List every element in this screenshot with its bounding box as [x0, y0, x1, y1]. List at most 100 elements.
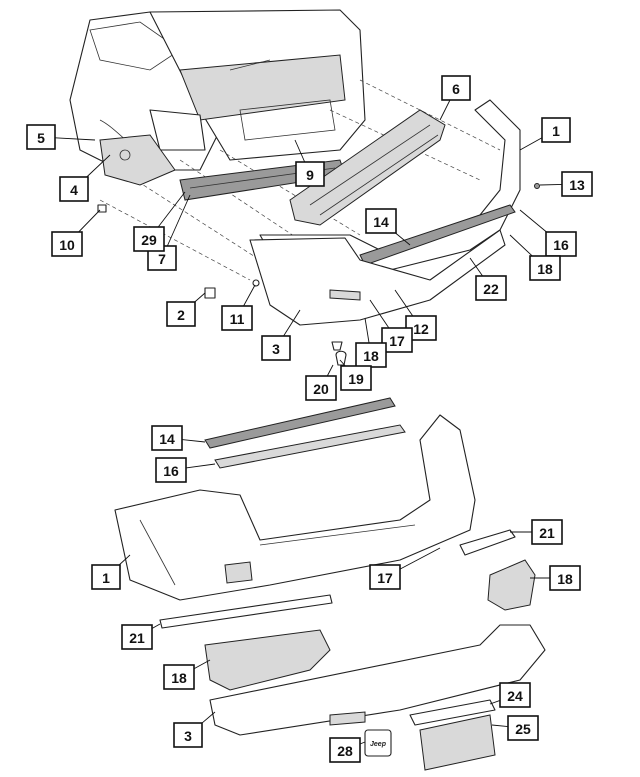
- callout-number: 14: [159, 431, 175, 447]
- callout-box: [155, 457, 187, 483]
- lower-fascia-3: [249, 229, 506, 326]
- callout-box: [545, 231, 577, 257]
- callout-number: 5: [37, 130, 45, 146]
- leader-line-c21b: [151, 623, 161, 629]
- vehicle-rear-body: [69, 9, 366, 171]
- callout-number: 16: [553, 237, 569, 253]
- callout-box: [163, 664, 195, 690]
- leader-line-c1a: [519, 137, 543, 151]
- callout-number: 1: [102, 570, 110, 586]
- callout-number: 1: [552, 123, 560, 139]
- callout-number: 11: [230, 311, 245, 327]
- callout-box: [261, 335, 291, 361]
- callout-box: [531, 519, 563, 545]
- callout-box: [59, 176, 89, 202]
- callout-box: [121, 624, 153, 650]
- bracket-18-lower: [204, 629, 331, 691]
- callout-number: 12: [413, 321, 429, 337]
- callout-box: [166, 301, 196, 327]
- callout-21[interactable]: 21: [531, 519, 563, 545]
- callout-number: 29: [141, 232, 157, 248]
- callout-box: [475, 275, 507, 301]
- callout-20[interactable]: 20: [305, 375, 337, 401]
- callout-25[interactable]: 25: [507, 715, 539, 741]
- top-trim-16-lower: [214, 424, 406, 469]
- reflector-21-left: [159, 594, 333, 629]
- callout-9[interactable]: 9: [295, 161, 325, 187]
- leader-line-c11: [243, 284, 256, 307]
- callout-6[interactable]: 6: [441, 75, 471, 101]
- absorber-6: [289, 109, 446, 226]
- left-bracket-4: [99, 134, 176, 186]
- callout-14[interactable]: 14: [151, 425, 183, 451]
- leader-line-c20: [326, 364, 334, 377]
- callout-18[interactable]: 18: [355, 342, 387, 368]
- callout-1[interactable]: 1: [91, 564, 121, 590]
- callout-box: [91, 564, 121, 590]
- callout-number: 7: [158, 251, 166, 267]
- callout-number: 13: [569, 177, 585, 193]
- leader-line-c13: [539, 183, 563, 186]
- callout-number: 2: [177, 307, 185, 323]
- callout-3[interactable]: 3: [261, 335, 291, 361]
- callout-17[interactable]: 17: [381, 327, 413, 353]
- leader-line-c18b: [364, 317, 370, 344]
- callout-number: 22: [483, 281, 499, 297]
- callout-17[interactable]: 17: [369, 564, 401, 590]
- leader-line-c4: [86, 154, 111, 178]
- reflector-21-right: [459, 529, 516, 556]
- callout-number: 4: [70, 182, 78, 198]
- callout-number: 3: [272, 341, 280, 357]
- step-pad-25: [419, 714, 496, 771]
- callout-4[interactable]: 4: [59, 176, 89, 202]
- leader-line-c1b: [118, 554, 131, 566]
- callout-box: [340, 365, 372, 391]
- callout-13[interactable]: 13: [561, 171, 593, 197]
- leader-line-c18d: [193, 659, 211, 670]
- callout-box: [295, 161, 325, 187]
- callout-3[interactable]: 3: [173, 722, 203, 748]
- callout-16[interactable]: 16: [545, 231, 577, 257]
- callout-box: [173, 722, 203, 748]
- callout-2[interactable]: 2: [166, 301, 196, 327]
- callout-11[interactable]: 11: [221, 305, 253, 331]
- callout-18[interactable]: 18: [529, 255, 561, 281]
- callout-box: [365, 208, 397, 234]
- callout-number: 16: [163, 463, 179, 479]
- callout-21[interactable]: 21: [121, 624, 153, 650]
- callout-1[interactable]: 1: [541, 117, 571, 143]
- callout-10[interactable]: 10: [51, 231, 83, 257]
- callout-28[interactable]: 28: [329, 737, 361, 763]
- callout-18[interactable]: 18: [549, 565, 581, 591]
- callout-number: 24: [507, 688, 523, 704]
- leader-line-c16a: [519, 209, 547, 233]
- leader-line-c28: [359, 741, 366, 745]
- callout-29[interactable]: 29: [133, 226, 165, 252]
- callout-number: 17: [377, 570, 393, 586]
- callout-box: [329, 737, 361, 763]
- callout-19[interactable]: 19: [340, 365, 372, 391]
- callout-number: 17: [389, 333, 405, 349]
- callout-box: [441, 75, 471, 101]
- callout-22[interactable]: 22: [475, 275, 507, 301]
- callout-box: [151, 425, 183, 451]
- callout-number: 18: [537, 261, 553, 277]
- callout-24[interactable]: 24: [499, 682, 531, 708]
- callout-16[interactable]: 16: [155, 457, 187, 483]
- callout-18[interactable]: 18: [163, 664, 195, 690]
- leader-lines: [54, 99, 563, 745]
- callout-box: [133, 226, 165, 252]
- emblem-text: Jeep: [370, 741, 387, 748]
- callout-box: [26, 124, 56, 150]
- callout-number: 19: [348, 371, 364, 387]
- callout-box: [507, 715, 539, 741]
- small-clips: [97, 183, 540, 366]
- callout-5[interactable]: 5: [26, 124, 56, 150]
- callout-number: 10: [59, 237, 75, 253]
- callout-14[interactable]: 14: [365, 208, 397, 234]
- leader-line-c7: [166, 194, 191, 247]
- callout-box: [499, 682, 531, 708]
- callout-number: 3: [184, 728, 192, 744]
- callout-box: [51, 231, 83, 257]
